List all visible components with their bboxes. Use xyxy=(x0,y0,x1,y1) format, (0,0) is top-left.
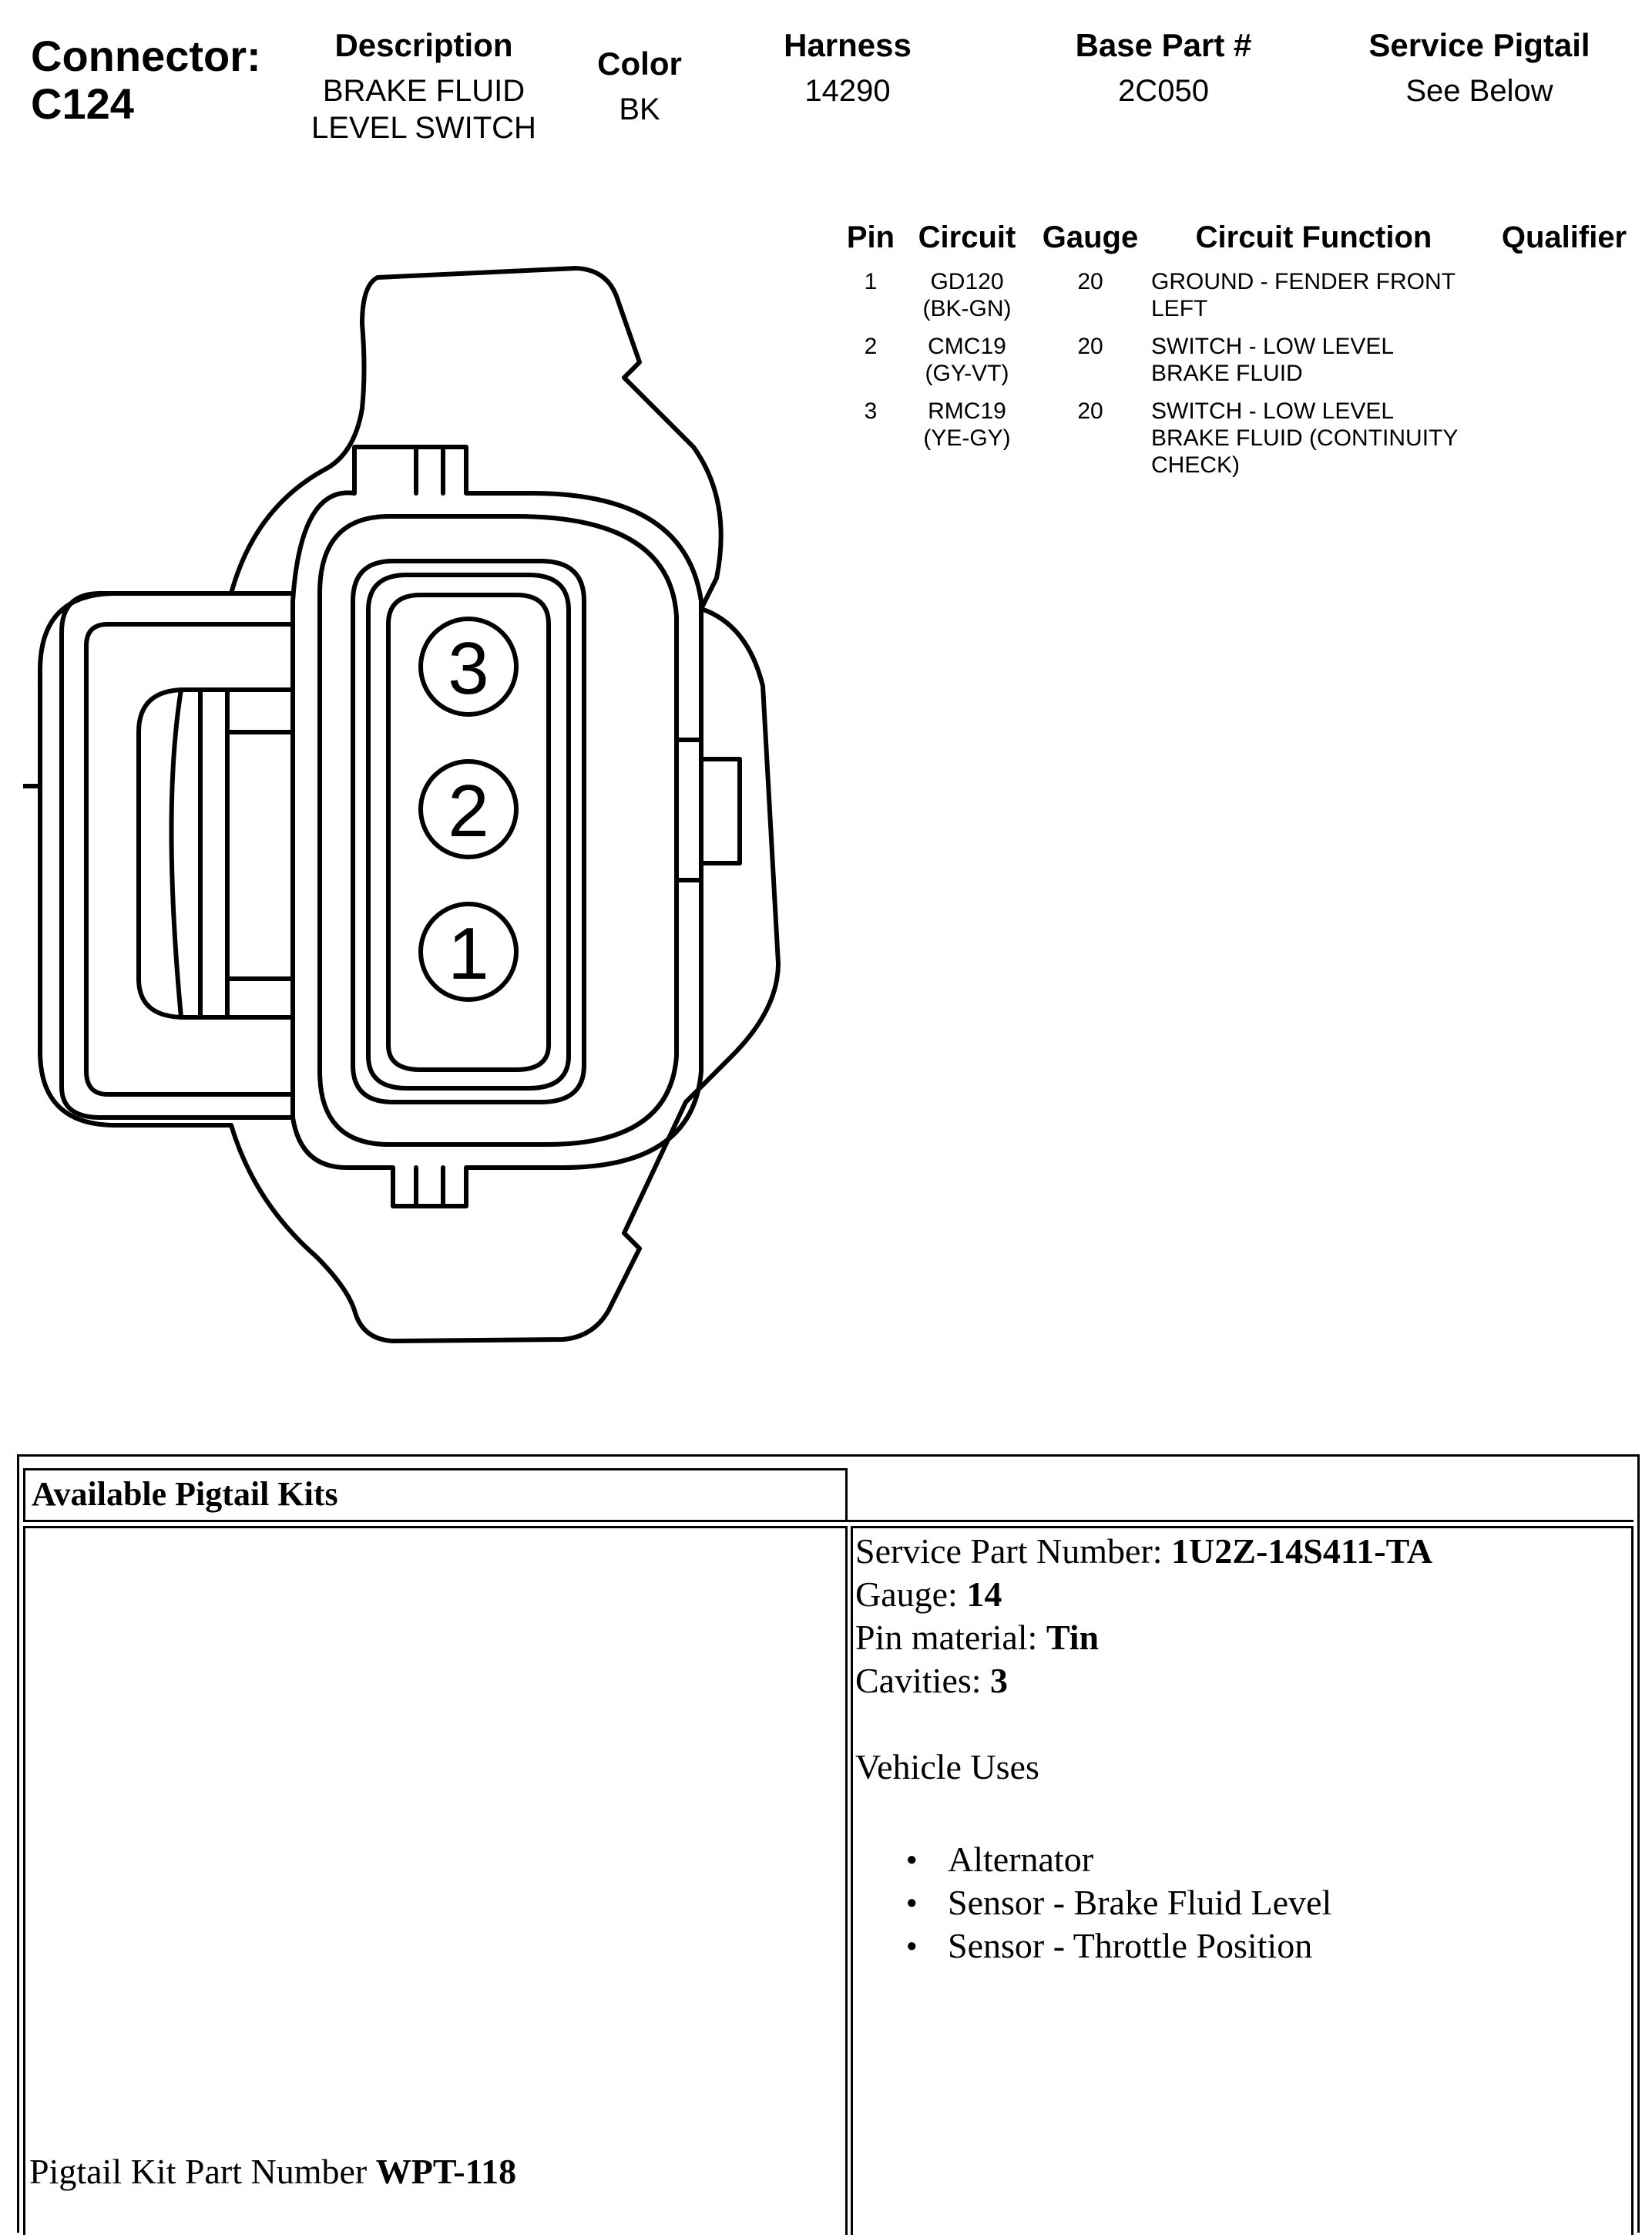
circuit-color: (YE-GY) xyxy=(923,425,1011,451)
cavities: Cavities: 3 xyxy=(855,1659,1432,1702)
circuit-col-header: Circuit xyxy=(918,220,1016,254)
list-item: Alternator xyxy=(906,1838,1331,1881)
pigtail-kits-heading: Available Pigtail Kits xyxy=(23,1468,848,1522)
cavity-frame-core xyxy=(386,593,551,1072)
pigtail-info-cell xyxy=(851,1526,1634,2235)
header-label: Description xyxy=(334,27,513,63)
list-item: Sensor - Throttle Position xyxy=(906,1924,1331,1968)
pigtail-kits-panel xyxy=(17,1454,1640,2233)
table-row-function: SWITCH - LOW LEVEL BRAKE FLUID xyxy=(1151,333,1490,387)
cavity-2: 2 xyxy=(418,759,519,859)
table-row-pin: 2 xyxy=(864,334,878,359)
pigtail-kit-part-number: Pigtail Kit Part Number WPT-118 xyxy=(29,2150,516,2193)
header-label: Service Pigtail xyxy=(1368,27,1590,63)
header-value: 14290 xyxy=(804,74,891,108)
field-label: Cavities: xyxy=(855,1661,991,1700)
circuit-function-col-header: Circuit Function xyxy=(1195,220,1432,254)
cavity-label: 2 xyxy=(448,770,489,852)
header-label: Base Part # xyxy=(1075,27,1252,63)
field-value: 1U2Z-14S411-TA xyxy=(1171,1531,1433,1571)
vehicle-uses-label: Vehicle Uses xyxy=(855,1747,1039,1786)
connector-face-diagram: 3 2 1 xyxy=(23,266,781,1343)
function-line: SWITCH - LOW LEVEL xyxy=(1151,334,1395,359)
cavity-1: 1 xyxy=(418,902,519,1002)
field-value: 3 xyxy=(990,1661,1009,1700)
list-item: Sensor - Brake Fluid Level xyxy=(906,1881,1331,1924)
vehicle-uses-list: Alternator Sensor - Brake Fluid Level Se… xyxy=(906,1838,1331,1968)
header-base-part: Base Part # 2C050 xyxy=(1032,26,1294,109)
function-line: LEFT xyxy=(1151,296,1208,321)
function-line: CHECK) xyxy=(1151,452,1241,478)
table-row-gauge: 20 xyxy=(1077,334,1103,359)
function-line: BRAKE FLUID (CONTINUITY xyxy=(1151,425,1459,451)
function-line: GROUND - FENDER FRONT xyxy=(1151,269,1456,294)
cavity-circle xyxy=(418,902,519,1002)
service-part-number: Service Part Number: 1U2Z-14S411-TA xyxy=(855,1530,1432,1573)
pigtail-details: Service Part Number: 1U2Z-14S411-TA Gaug… xyxy=(855,1530,1432,1789)
top-key xyxy=(414,445,445,496)
table-row-pin: 1 xyxy=(864,269,878,294)
latch-tab xyxy=(136,687,295,1020)
field-label: Service Part Number: xyxy=(855,1531,1172,1571)
latch-outer xyxy=(59,591,295,1120)
table-row-gauge: 20 xyxy=(1077,269,1103,294)
heading-spacer xyxy=(848,1468,1634,1522)
table-row-gauge: 20 xyxy=(1077,398,1103,424)
gauge: Gauge: 14 xyxy=(855,1573,1432,1616)
header-service-pigtail: Service Pigtail See Below xyxy=(1325,26,1634,109)
shroud-outer xyxy=(290,445,703,1208)
cavity-circle xyxy=(418,759,519,859)
header-harness: Harness 14290 xyxy=(740,26,955,109)
latch-inner xyxy=(84,622,295,1097)
cavity-3: 3 xyxy=(418,617,519,717)
cavity-label: 3 xyxy=(448,627,489,710)
field-value: WPT-118 xyxy=(375,2152,517,2191)
qualifier-col-header: Qualifier xyxy=(1501,220,1627,254)
header-value: BRAKE FLUID xyxy=(322,74,525,108)
pin-material: Pin material: Tin xyxy=(855,1616,1432,1659)
circuit-id: GD120 xyxy=(930,269,1004,294)
connector-id: C124 xyxy=(31,79,134,128)
right-key xyxy=(674,738,742,882)
header-label: Harness xyxy=(784,27,912,63)
circuit-color: (BK-GN) xyxy=(922,296,1012,321)
pigtail-image-cell xyxy=(23,1526,848,2235)
table-row-function: SWITCH - LOW LEVEL BRAKE FLUID (CONTINUI… xyxy=(1151,398,1490,479)
housing-outline xyxy=(37,266,781,1343)
circuit-id: RMC19 xyxy=(928,398,1006,424)
bottom-key xyxy=(414,1165,445,1208)
cavity-circle xyxy=(418,617,519,717)
header-value: See Below xyxy=(1405,74,1553,108)
pin-col-header: Pin xyxy=(846,220,895,254)
field-label: Gauge: xyxy=(855,1575,967,1614)
cavity-frame-outer xyxy=(351,559,586,1104)
header-label: Color xyxy=(597,45,682,82)
connector-title: Connector: C124 xyxy=(31,32,261,128)
function-line: SWITCH - LOW LEVEL xyxy=(1151,398,1395,424)
table-row-circuit: CMC19 (GY-VT) xyxy=(909,333,1025,387)
cavity-label: 1 xyxy=(448,912,489,995)
header-color: Color BK xyxy=(570,45,709,128)
shroud-inner xyxy=(317,514,679,1147)
table-row-circuit: GD120 (BK-GN) xyxy=(909,268,1025,322)
header-description: Description BRAKE FLUID LEVEL SWITCH xyxy=(293,26,555,146)
circuit-color: (GY-VT) xyxy=(925,361,1009,386)
latch-ramp xyxy=(169,687,183,1020)
cavity-frame-inner xyxy=(366,573,571,1091)
connector-label: Connector: xyxy=(31,32,261,80)
function-line: BRAKE FLUID xyxy=(1151,361,1303,386)
field-label: Pin material: xyxy=(855,1618,1046,1657)
field-label: Pigtail Kit Part Number xyxy=(29,2152,376,2191)
table-row-circuit: RMC19 (YE-GY) xyxy=(909,398,1025,452)
field-value: 14 xyxy=(966,1575,1002,1614)
circuit-id: CMC19 xyxy=(928,334,1006,359)
table-row-pin: 3 xyxy=(864,398,878,424)
header-value: 2C050 xyxy=(1118,74,1209,108)
header-value: BK xyxy=(619,92,660,126)
field-value: Tin xyxy=(1046,1618,1100,1657)
gauge-col-header: Gauge xyxy=(1042,220,1139,254)
table-row-function: GROUND - FENDER FRONT LEFT xyxy=(1151,268,1490,322)
header-value: LEVEL SWITCH xyxy=(311,111,536,145)
